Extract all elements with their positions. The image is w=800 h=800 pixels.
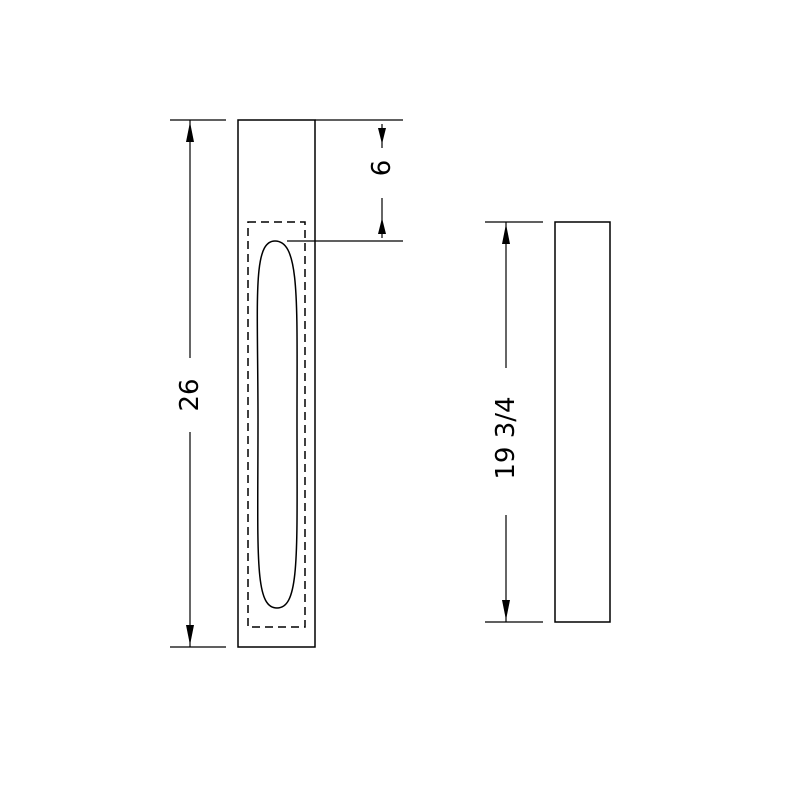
- side-view-outline: [554, 221, 611, 623]
- offset-arrow-bottom: [378, 218, 386, 234]
- handle-slot: [256, 240, 298, 609]
- front-view-outline: [237, 119, 316, 648]
- hidden-recess-outline: [247, 221, 306, 628]
- front-view: [237, 119, 316, 648]
- arrowhead-bottom: [186, 625, 194, 645]
- offset-arrow-top: [378, 128, 386, 144]
- side-arrowhead-bottom: [502, 600, 510, 620]
- arrowhead-top: [186, 122, 194, 142]
- dimension-label-top-offset: 6: [367, 160, 397, 177]
- dimension-label-front-height: 26: [175, 378, 205, 411]
- dimension-top-offset: 6: [287, 119, 403, 242]
- dimension-front-height: 26: [170, 119, 226, 648]
- dimension-label-side-height: 19 3/4: [491, 396, 521, 479]
- side-view: [554, 221, 611, 623]
- side-arrowhead-top: [502, 224, 510, 244]
- dimension-side-height: 19 3/4: [485, 221, 543, 623]
